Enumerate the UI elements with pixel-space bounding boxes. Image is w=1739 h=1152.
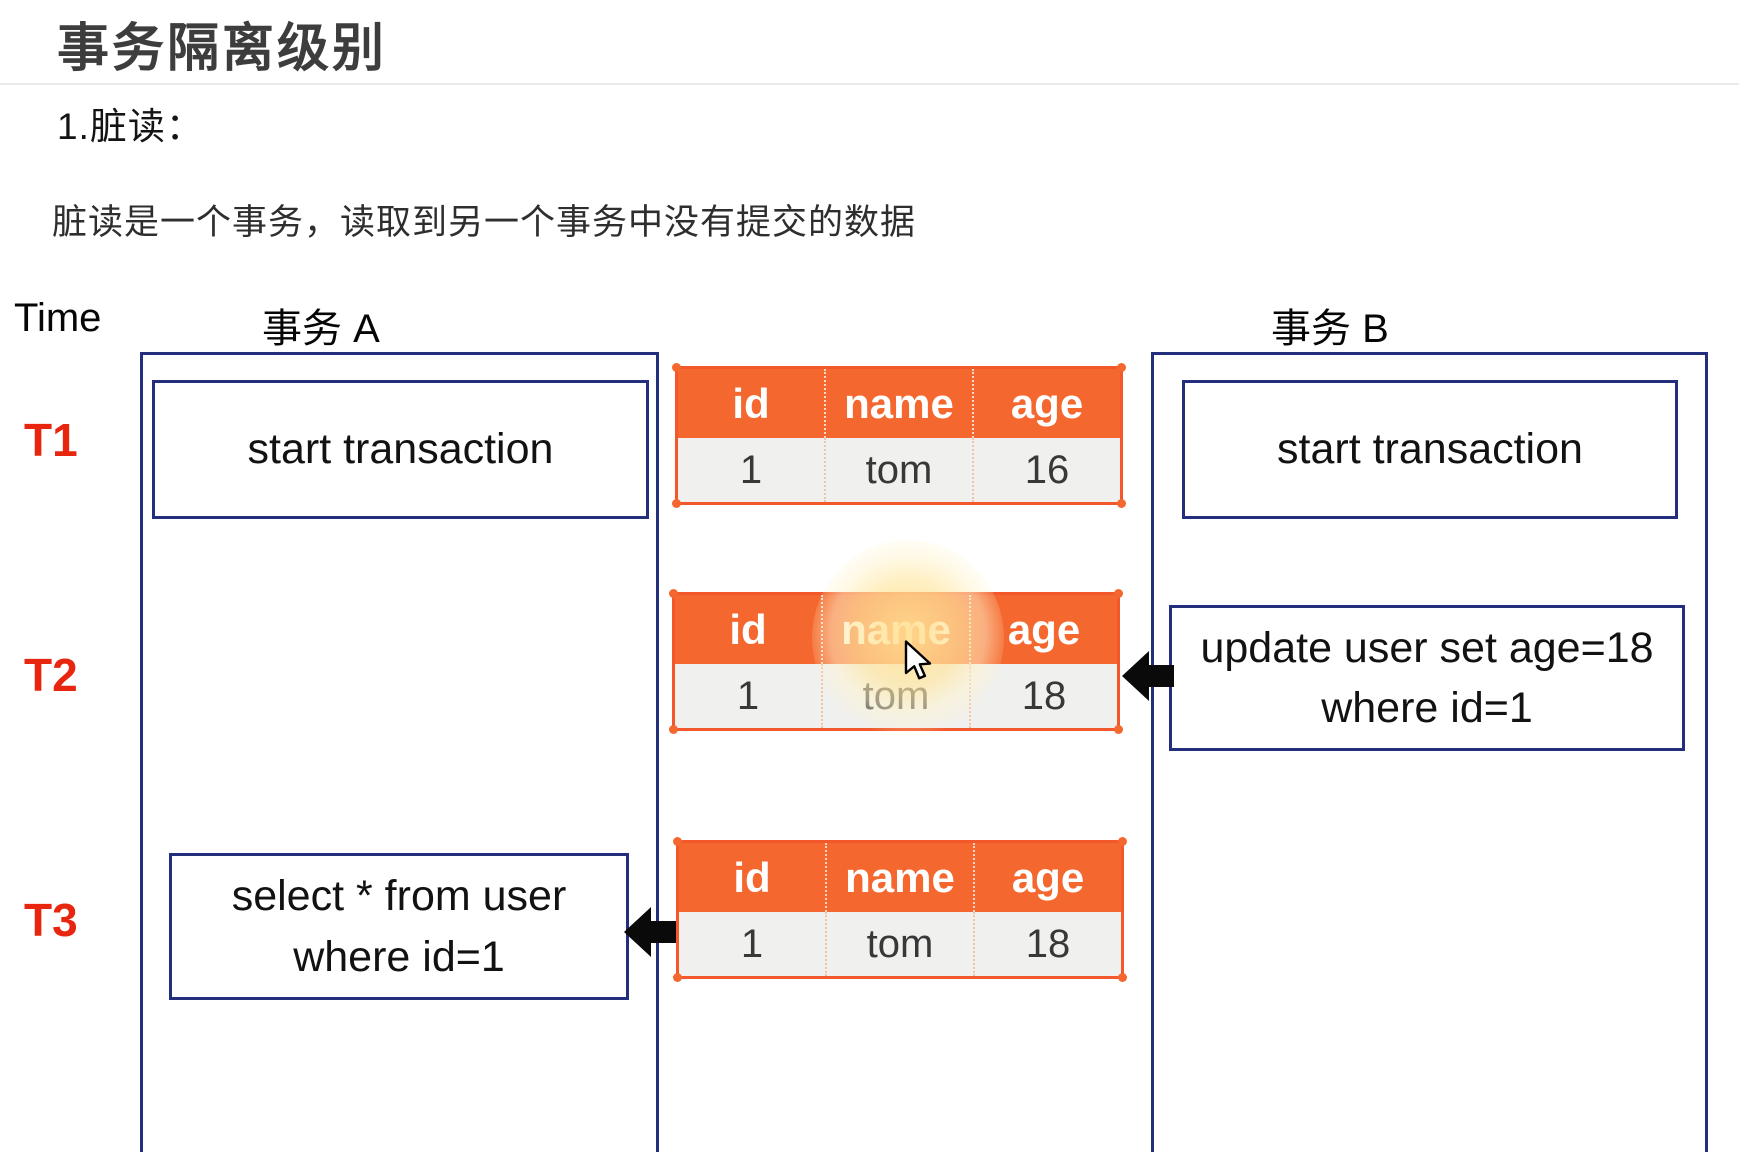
dirty-read-heading: 1.脏读： (57, 106, 204, 147)
b-update-box: update user set age=18 where id=1 (1169, 605, 1685, 751)
table-cell-age: 18 (1025, 921, 1071, 966)
transaction-a-lane (140, 352, 659, 1152)
transaction-b-label: 事务 B (1271, 307, 1389, 351)
table-header-row: id name age (678, 369, 1120, 438)
user-table-t1: id name age 1 tom 16 (672, 363, 1126, 508)
transaction-b-lane (1151, 352, 1708, 1152)
user-table-t3: id name age 1 tom 18 (673, 837, 1127, 982)
table-header-cell-age: age (1011, 853, 1085, 901)
a-start-transaction-text: start transaction (247, 425, 554, 474)
b-update-text-line1: update user set age=18 (1200, 623, 1654, 672)
table-corner-dot (1117, 363, 1126, 372)
table-header-row: id name age (675, 595, 1117, 664)
table-corner-dot (1118, 837, 1127, 846)
time-marker-t1: T1 (24, 414, 78, 466)
left-arrow-icon (624, 907, 676, 957)
table-corner-dot (1117, 499, 1126, 508)
a-select-box: select * from user where id=1 (169, 853, 629, 1000)
page-title: 事务隔离级别 (57, 20, 388, 78)
time-axis-label: Time (14, 296, 102, 340)
table-cell-id: 1 (679, 912, 827, 976)
left-arrow-icon (1122, 651, 1174, 701)
table-corner-dot (672, 499, 681, 508)
table-cell-age: 18 (1021, 673, 1067, 718)
table-header-cell-name: name (823, 595, 971, 664)
a-start-transaction-box: start transaction (152, 380, 649, 519)
table-header-row: id name age (679, 843, 1121, 912)
table-header-cell-name: name (827, 843, 975, 912)
user-table-t2: id name age 1 tom 18 (669, 589, 1123, 734)
dirty-read-description: 脏读是一个事务，读取到另一个事务中没有提交的数据 (52, 203, 917, 242)
table-data-row: 1 tom 18 (679, 912, 1121, 976)
a-select-text-line2: where id=1 (293, 932, 505, 981)
a-select-text-line1: select * from user (231, 872, 567, 921)
b-update-text-line2: where id=1 (1321, 684, 1533, 732)
table-corner-dot (669, 725, 678, 734)
table-header-cell-age: age (1010, 379, 1084, 427)
table-corner-dot (1114, 589, 1123, 598)
table-cell-name: tom (826, 438, 974, 502)
table-header-cell-id: id (679, 843, 827, 912)
table-data-row: 1 tom 16 (678, 438, 1120, 502)
table-cell-name: tom (827, 912, 975, 976)
table-data-row: 1 tom 18 (675, 664, 1117, 728)
b-start-transaction-text: start transaction (1277, 425, 1583, 474)
time-marker-t2: T2 (24, 649, 78, 701)
table-cell-id: 1 (678, 438, 826, 502)
table-corner-dot (673, 837, 682, 846)
table-header-cell-name: name (826, 369, 974, 438)
transaction-a-label: 事务 A (262, 307, 380, 351)
table-corner-dot (1114, 725, 1123, 734)
table-corner-dot (672, 363, 681, 372)
mouse-cursor (904, 640, 932, 680)
table-cell-name: tom (823, 664, 971, 728)
section-divider (0, 83, 1739, 85)
table-corner-dot (669, 589, 678, 598)
table-cell-id: 1 (675, 664, 823, 728)
time-marker-t3: T3 (24, 894, 78, 946)
b-start-transaction-box: start transaction (1182, 380, 1678, 519)
table-corner-dot (1118, 973, 1127, 982)
table-header-cell-age: age (1007, 605, 1081, 653)
table-header-cell-id: id (675, 595, 823, 664)
table-corner-dot (673, 973, 682, 982)
table-cell-age: 16 (1024, 447, 1070, 492)
table-header-cell-id: id (678, 369, 826, 438)
